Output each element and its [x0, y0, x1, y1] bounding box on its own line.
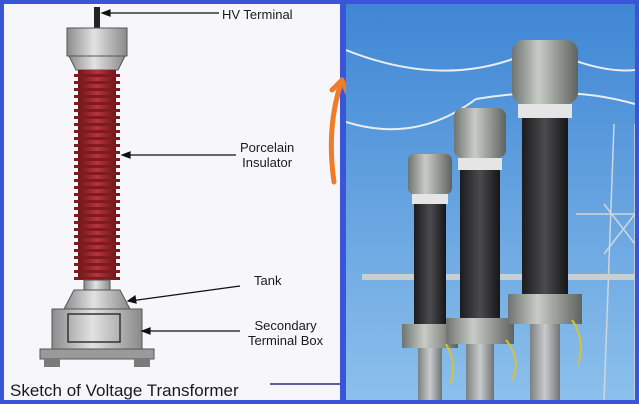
insulator-shed — [74, 109, 120, 112]
porcelain-label-line2: Insulator — [242, 155, 293, 170]
caption: Sketch of Voltage Transformer — [10, 381, 239, 400]
porcelain-insulator-column — [74, 70, 120, 280]
lattice-tower — [576, 123, 635, 400]
insulator-shed — [74, 228, 120, 231]
insulator-shed — [74, 214, 120, 217]
lower-neck — [83, 279, 111, 291]
insulator-shed — [74, 235, 120, 238]
pointer-lines — [100, 9, 241, 335]
voltage-transformer-sketch — [39, 7, 340, 385]
hv-terminal-rod — [94, 7, 100, 29]
top-cap — [66, 27, 128, 57]
base-foot-right — [134, 359, 150, 367]
insulator-shed — [74, 165, 120, 168]
porcelain-insulator-label: Porcelain Insulator — [240, 140, 294, 170]
insulator-shed — [74, 277, 120, 280]
insulator-shed — [74, 123, 120, 126]
sketch-panel: HV Terminal Porcelain Insulator Tank Sec… — [4, 4, 340, 400]
secondary-terminal-box-label: Secondary Terminal Box — [248, 318, 323, 348]
secondary-label-line2: Terminal Box — [248, 333, 324, 348]
insulator-shed — [74, 158, 120, 161]
insulator-shed — [74, 74, 120, 77]
transformer-unit-middle — [446, 108, 514, 400]
secondary-label-line1: Secondary — [254, 318, 317, 333]
insulator-shed — [74, 256, 120, 259]
transformer-unit-right — [508, 40, 582, 400]
insulator-shed — [74, 186, 120, 189]
photo-panel — [346, 4, 635, 400]
insulator-shed — [74, 221, 120, 224]
secondary-box — [51, 308, 143, 350]
substation-photo — [346, 4, 635, 400]
insulator-shed — [74, 95, 120, 98]
secondary-terminal-box — [67, 313, 121, 343]
insulator-shed — [74, 116, 120, 119]
tank — [63, 289, 131, 310]
insulator-shed — [74, 137, 120, 140]
insulator-shed — [74, 130, 120, 133]
insulator-shed — [74, 81, 120, 84]
hv-terminal-label: HV Terminal — [222, 7, 293, 22]
insulator-shed — [74, 193, 120, 196]
insulator-shed — [74, 102, 120, 105]
secondary-cables — [445, 319, 582, 385]
insulator-shed — [74, 172, 120, 175]
insulator-shed — [74, 207, 120, 210]
base-foot-left — [44, 359, 60, 367]
insulator-shed — [74, 249, 120, 252]
insulator-shed — [74, 88, 120, 91]
insulator-shed — [74, 200, 120, 203]
insulator-shed — [74, 179, 120, 182]
top-cap-base — [68, 55, 126, 71]
base-plate — [39, 348, 155, 360]
insulator-shed — [74, 263, 120, 266]
porcelain-label-line1: Porcelain — [240, 140, 295, 155]
insulator-shed — [74, 242, 120, 245]
insulator-shed — [74, 144, 120, 147]
insulator-shed — [74, 270, 120, 273]
insulator-shed — [74, 151, 120, 154]
tank-label: Tank — [254, 273, 282, 288]
